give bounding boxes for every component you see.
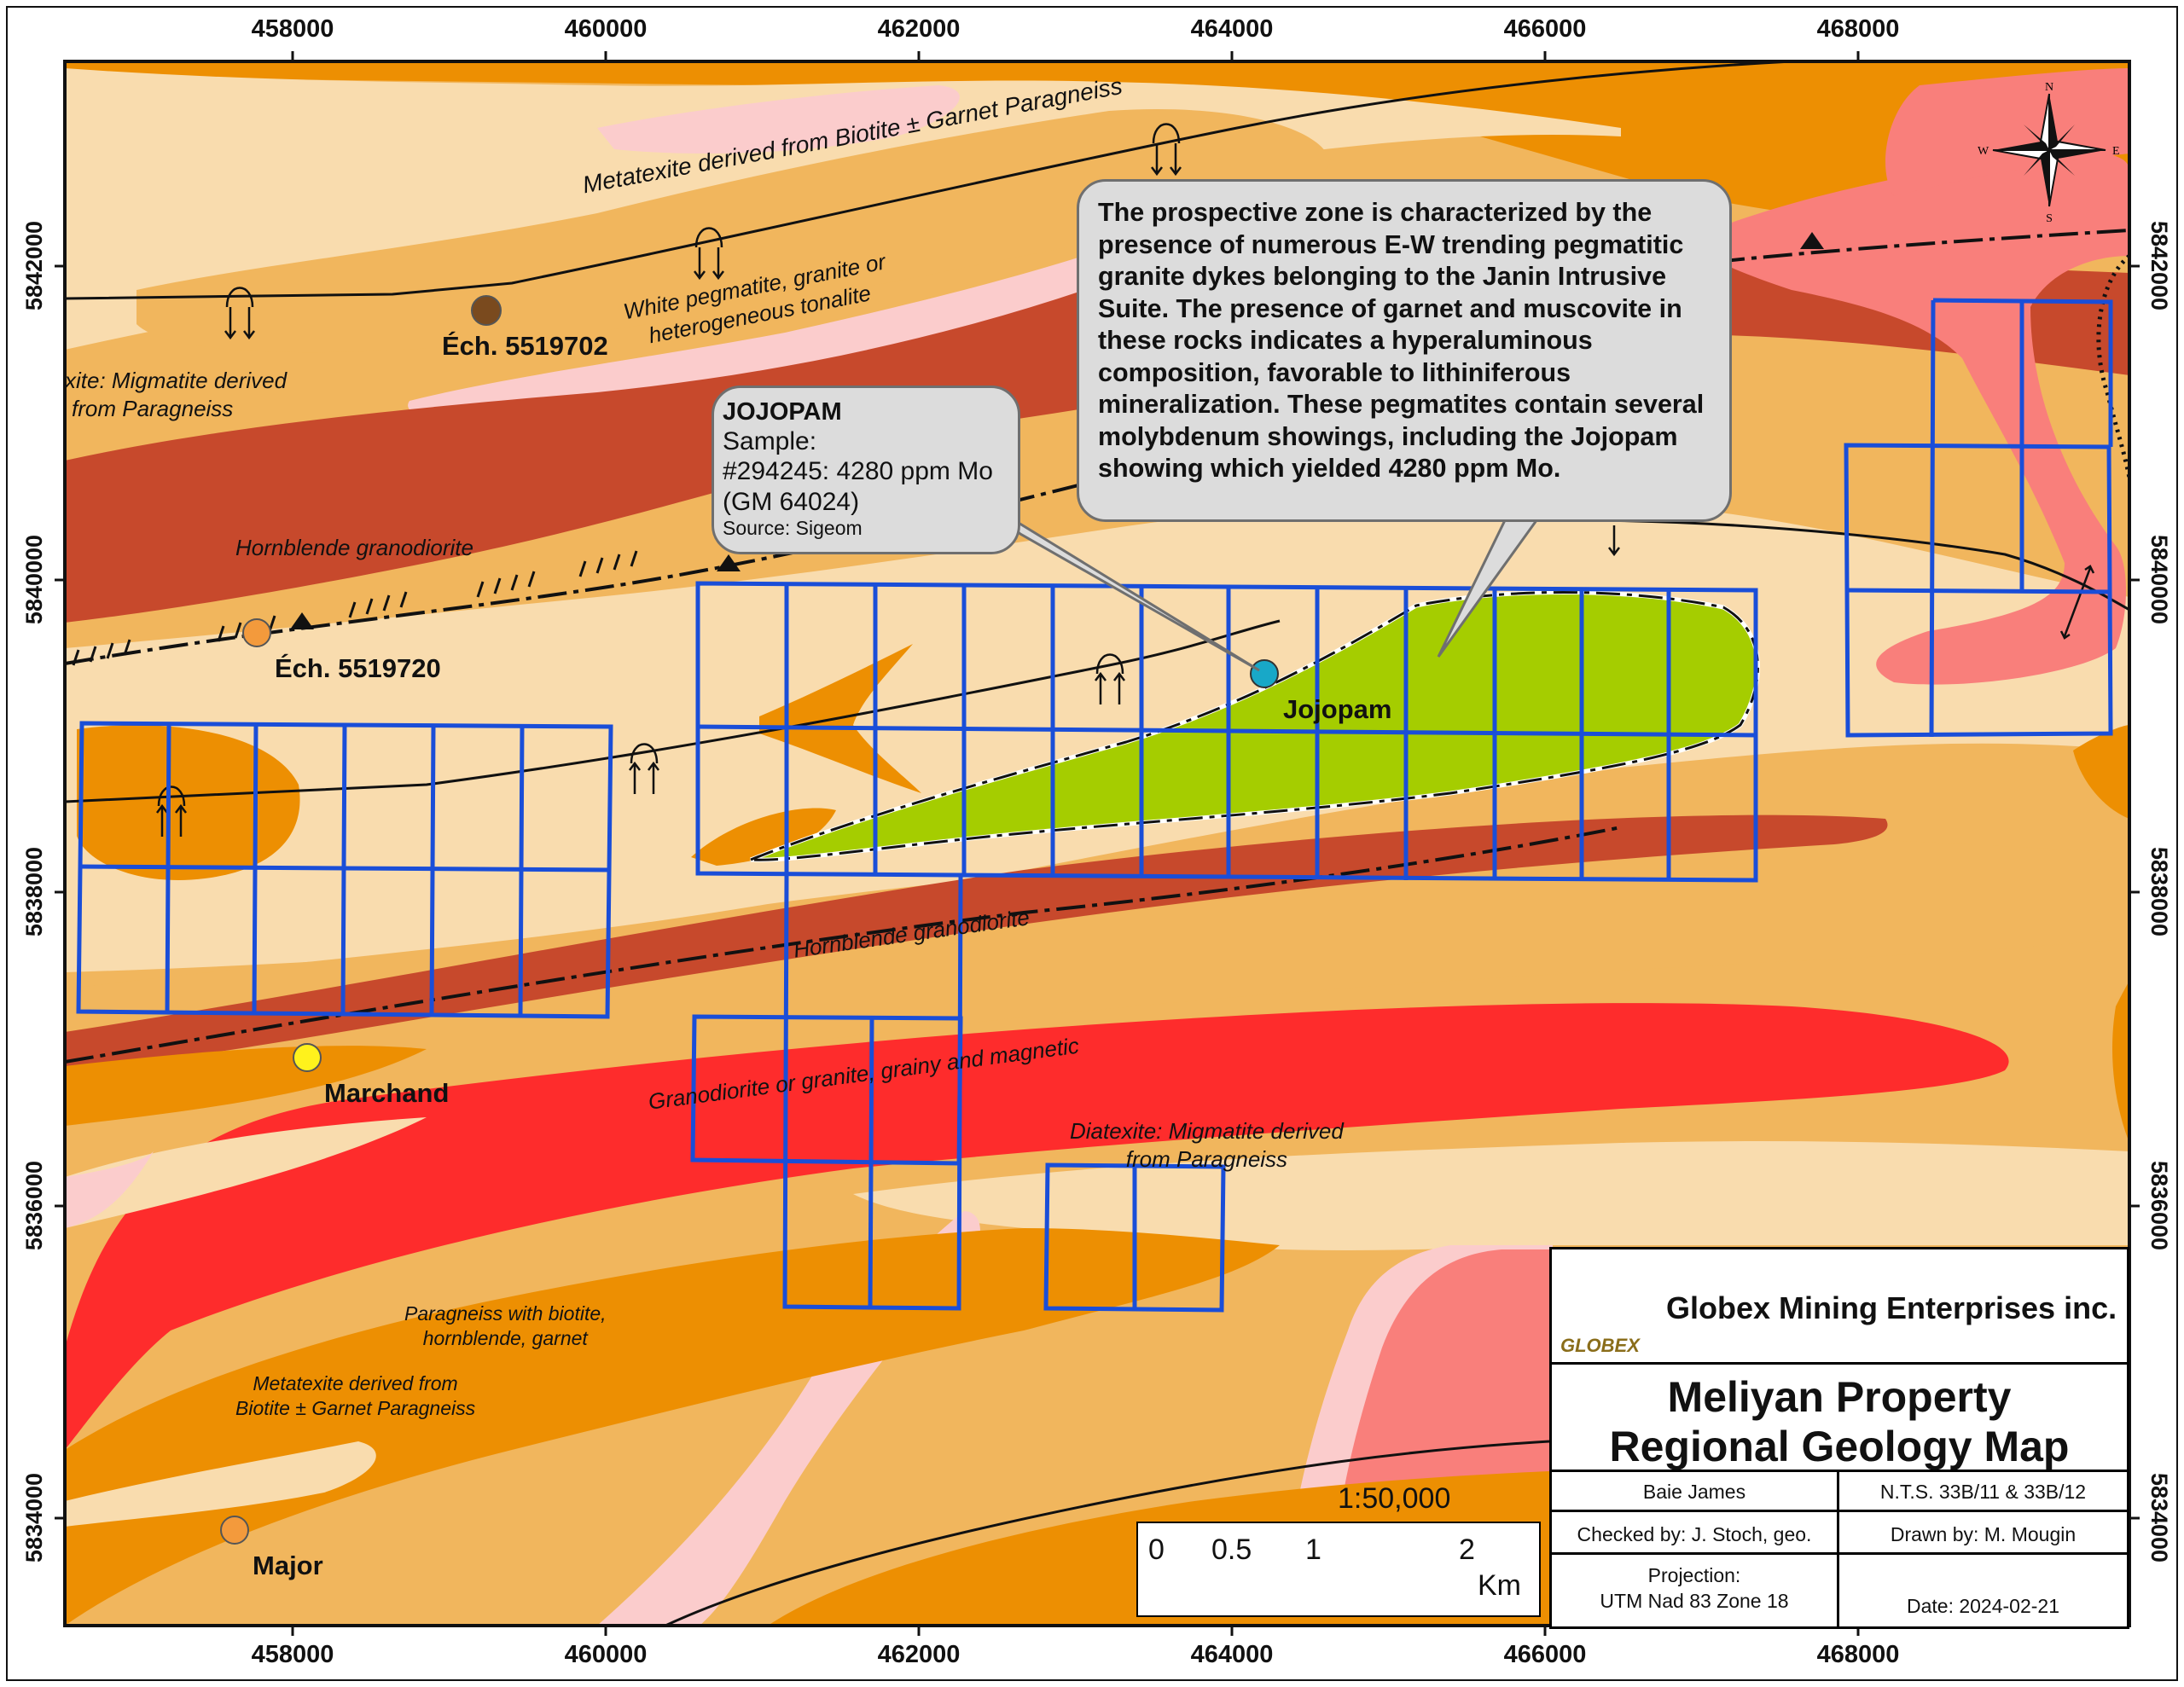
drawn-by-cell: Drawn by: M. Mougin [1839,1512,2127,1555]
title-block-title: Meliyan Property Regional Geology Map [1552,1362,2127,1472]
point-ech-5519720 [242,618,271,647]
claim-grid [76,298,2113,1313]
callout-prospective-zone: The prospective zone is characterized by… [1077,179,1732,522]
x-tick-bottom: 464000 [1190,1641,1274,1668]
y-tick-left: 5840000 [21,534,48,625]
globex-logo-text: GLOBEX [1560,1335,1640,1356]
x-tick-top: 462000 [877,15,961,43]
point-major [220,1516,249,1545]
x-tick-bottom: 468000 [1816,1641,1900,1668]
y-tick-right: 5842000 [2146,220,2173,311]
y-tick-left: 5838000 [21,846,48,937]
point-jojopam [1250,659,1279,688]
region-cell: Baie James [1552,1470,1839,1512]
unit-label-line: xite: Migmatite derived [65,368,288,393]
unit-label-line: from Paragneiss [1125,1145,1288,1172]
map-title-line-1: Meliyan Property [1667,1373,2012,1421]
projection-cell: Projection: UTM Nad 83 Zone 18 [1552,1555,1839,1626]
label-jojopam: Jojopam [1283,694,1392,724]
company-name: Globex Mining Enterprises inc. [1666,1290,2117,1325]
y-tick-right: 5836000 [2146,1160,2173,1251]
label-major: Major [253,1551,323,1580]
svg-text:S: S [2046,212,2053,225]
unit-label-hornblende-upper: Hornblende granodiorite [235,535,473,560]
scale-label-2: 2 [1459,1533,1475,1566]
unit-label-metatexite-bottom: Metatexite derived from Biotite ± Garnet… [235,1371,475,1421]
y-tick-left: 5836000 [21,1160,48,1251]
x-tick-top: 460000 [564,15,648,43]
x-tick-top: 466000 [1503,15,1587,43]
scale-label-0: 0 [1148,1533,1165,1566]
unit-label-diatexite-mid: Diatexite: Migmatite derived from Paragn… [1070,1117,1344,1173]
x-tick-bottom: 458000 [251,1641,334,1668]
checked-by-cell: Checked by: J. Stoch, geo. [1552,1512,1839,1555]
unit-label-line: from Paragneiss [72,395,234,421]
unit-label-diatexite-left: xite: Migmatite derived from Paragneiss [65,367,287,422]
svg-text:E: E [2112,145,2120,158]
x-tick-top: 468000 [1816,15,1900,43]
callout-jojopam-ref: (GM 64024) [723,487,860,516]
unit-label-line: Paragneiss with biotite, [404,1302,607,1325]
x-tick-bottom: 460000 [564,1641,648,1668]
label-marchand: Marchand [324,1078,450,1108]
unit-label-line: Diatexite: Migmatite derived [1070,1118,1344,1144]
x-tick-bottom: 462000 [877,1641,961,1668]
y-tick-right: 5838000 [2146,846,2173,937]
svg-text:N: N [2045,81,2053,94]
callout-jojopam-source: Source: Sigeom [723,517,863,540]
scale-ratio: 1:50,000 [1338,1482,1451,1515]
label-ech-5519702: Éch. 5519702 [442,331,608,361]
north-arrow-icon: N S E W [1978,81,2120,225]
callout-jojopam-sample: Sample: [723,427,817,455]
y-tick-left: 5842000 [21,220,48,311]
scale-unit: Km [1478,1569,1521,1602]
scale-label-1: 1 [1305,1533,1321,1566]
callout-jojopam-title: JOJOPAM [723,398,842,426]
projection-value: UTM Nad 83 Zone 18 [1600,1589,1789,1612]
unit-label-line: Biotite ± Garnet Paragneiss [235,1396,476,1419]
x-tick-top: 458000 [251,15,334,43]
label-ech-5519720: Éch. 5519720 [275,653,441,683]
point-marchand [293,1043,322,1072]
point-ech-5519702 [471,295,502,326]
y-tick-left: 5834000 [21,1472,48,1563]
callout-text: The prospective zone is characterized by… [1098,198,1705,483]
unit-label-line: hornblende, garnet [422,1326,588,1349]
scale-bar [1136,1522,1541,1617]
projection-label: Projection: [1647,1564,1741,1586]
date-cell: Date: 2024-02-21 [1906,1595,2059,1617]
unit-label-paragneiss: Paragneiss with biotite, hornblende, gar… [404,1301,607,1351]
nts-cell: N.T.S. 33B/11 & 33B/12 [1839,1470,2127,1512]
callout-jojopam-result: #294245: 4280 ppm Mo [723,457,993,486]
scale-label-05: 0.5 [1211,1533,1252,1566]
y-tick-right: 5834000 [2146,1472,2173,1563]
title-block: GLOBEX Globex Mining Enterprises inc. Me… [1549,1247,2129,1629]
callout-jojopam: JOJOPAM Sample: #294245: 4280 ppm Mo (GM… [712,386,1020,554]
x-tick-top: 464000 [1190,15,1274,43]
title-block-company: GLOBEX Globex Mining Enterprises inc. [1552,1249,2127,1365]
x-tick-bottom: 466000 [1503,1641,1587,1668]
unit-label-line: Metatexite derived from [253,1372,458,1394]
y-tick-right: 5840000 [2146,534,2173,625]
map-title-line-2: Regional Geology Map [1609,1423,2070,1470]
svg-text:W: W [1978,145,1989,158]
